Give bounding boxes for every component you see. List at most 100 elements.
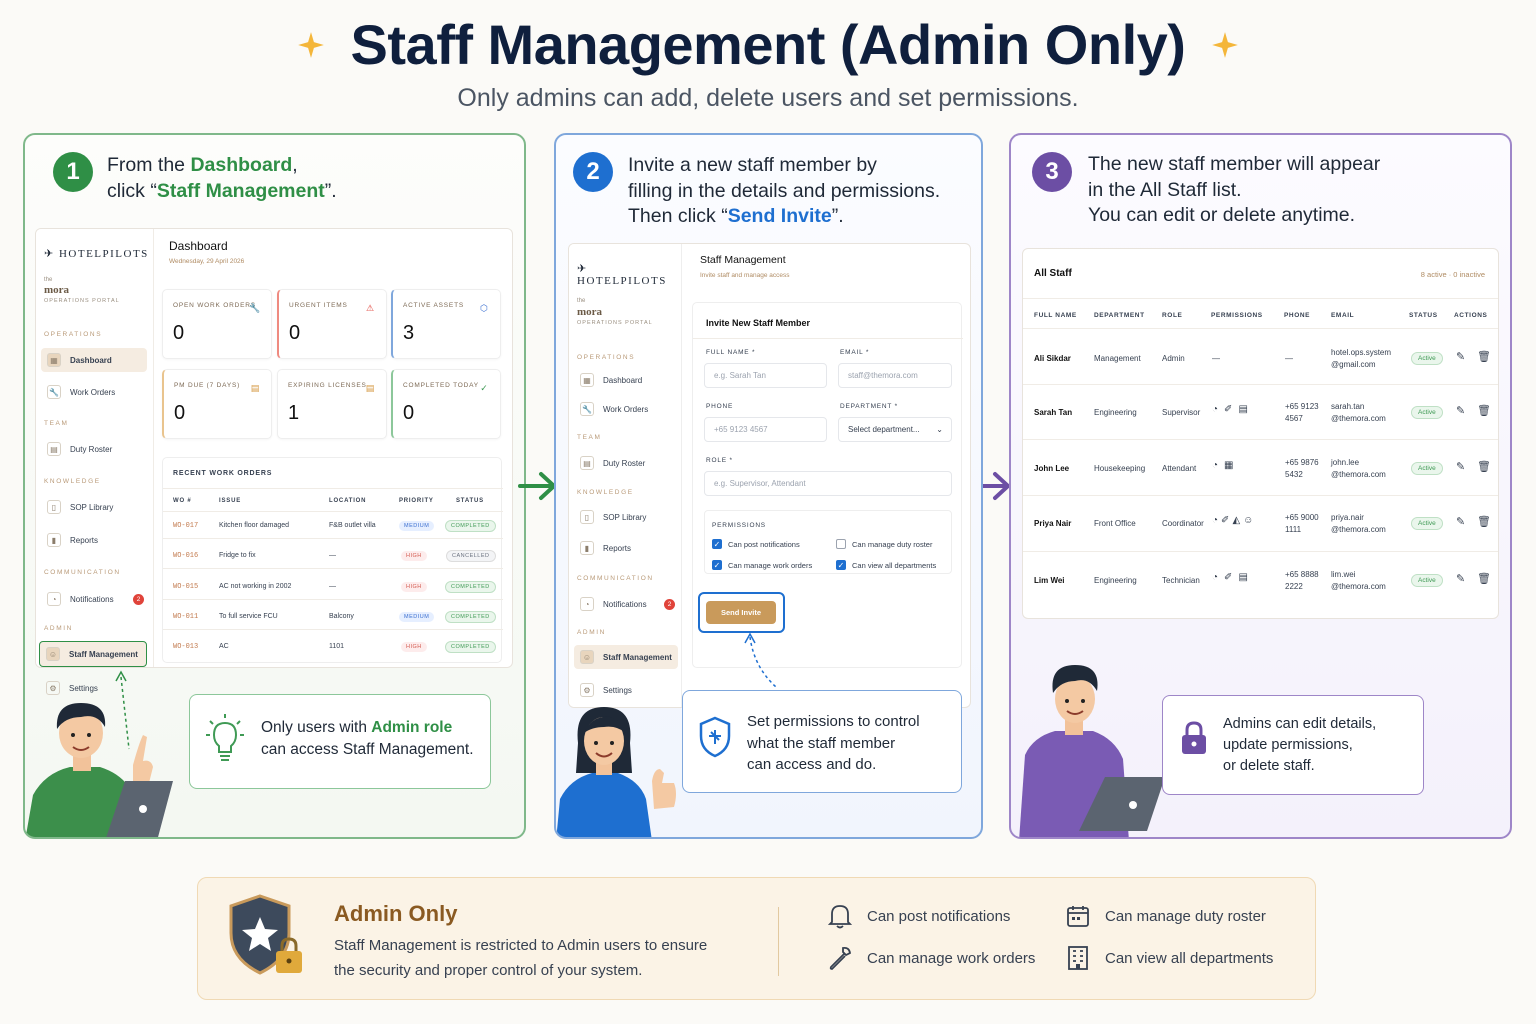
calendar-icon: ▤ — [1238, 572, 1254, 583]
page-title: Staff Management (Admin Only) — [350, 13, 1186, 76]
gear-icon: ⚙ — [580, 683, 594, 697]
sidebar-item-notifications[interactable]: ◔Notifications — [41, 587, 147, 611]
calendar-icon: ▤ — [250, 382, 260, 393]
dashed-arrow — [115, 670, 130, 750]
bar-chart-icon: ▮ — [580, 541, 594, 555]
lightbulb-icon — [206, 714, 244, 761]
staff-management-subtitle: Invite staff and manage access — [700, 272, 790, 279]
permission-icons: ◔✐▤ — [1212, 404, 1254, 416]
brand-logo: ✈ HOTELPILOTS — [44, 248, 149, 260]
sidebar-item-sop-library[interactable]: ▯SOP Library — [574, 505, 678, 529]
calendar-icon: ▤ — [580, 456, 594, 470]
edit-delete-callout: Admins can edit details, update permissi… — [1162, 695, 1424, 795]
brand-logo: ✈ HOTELPILOTS — [577, 263, 667, 287]
edit-icon[interactable]: ✎ — [1456, 573, 1466, 585]
grid-icon: ▦ — [580, 373, 594, 387]
permission-icons: ◔✐▤ — [1212, 572, 1254, 584]
stat-card-pm-due[interactable]: PM DUE (7 DAYS)0▤ — [162, 369, 272, 439]
document-icon: ▤ — [365, 382, 375, 393]
sidebar-item-work-orders[interactable]: 🔧Work Orders — [41, 380, 147, 404]
perm-checkbox-manage-work-orders[interactable]: ✓Can manage work orders — [712, 560, 813, 570]
dashboard-app: ✈ HOTELPILOTS the mora OPERATIONS PORTAL… — [35, 228, 513, 668]
admin-only-description: Staff Management is restricted to Admin … — [334, 937, 708, 979]
wrench-icon: ✐ — [1221, 515, 1233, 526]
bell-icon: ◔ — [47, 592, 61, 606]
sidebar-item-settings[interactable]: ⚙Settings — [574, 678, 678, 702]
page-subtitle: Only admins can add, delete users and se… — [457, 84, 1079, 112]
status-badge: Active — [1411, 462, 1443, 475]
trash-icon[interactable]: 🗑 — [1477, 461, 1491, 473]
sparkle-icon — [297, 31, 324, 58]
edit-icon[interactable]: ✎ — [1456, 461, 1466, 473]
email-input[interactable]: staff@themora.com — [838, 363, 952, 388]
sidebar-item-settings[interactable]: ⚙Settings — [40, 676, 146, 700]
perm-checkbox-post-notifications[interactable]: ✓Can post notifications — [712, 539, 800, 549]
wrench-icon: 🔧 — [580, 402, 594, 416]
step-1-panel: 1 From the Dashboard, click “Staff Manag… — [23, 133, 526, 839]
edit-icon[interactable]: ✎ — [1456, 351, 1466, 363]
building-icon: ▦ — [1224, 460, 1240, 471]
bell-icon: ◔ — [580, 597, 594, 611]
sidebar-item-dashboard[interactable]: ▦Dashboard — [41, 348, 147, 372]
building-icon — [1065, 945, 1091, 971]
users-icon: ☺ — [1243, 515, 1257, 526]
sidebar-item-sop-library[interactable]: ▯SOP Library — [41, 495, 147, 519]
calendar-icon: ▤ — [1238, 404, 1254, 415]
perm-checkbox-view-all-departments[interactable]: ✓Can view all departments — [836, 560, 937, 570]
perm-view-all-departments: Can view all departments — [1065, 945, 1273, 971]
shield-star-icon — [229, 894, 302, 975]
trash-icon[interactable]: 🗑 — [1477, 405, 1491, 417]
notification-badge: 2 — [664, 599, 675, 610]
permission-icons: ◔✐◭☺ — [1212, 515, 1256, 527]
phone-input[interactable]: +65 9123 4567 — [704, 417, 827, 442]
wrench-icon: ✐ — [1224, 572, 1239, 583]
sidebar-item-reports[interactable]: ▮Reports — [41, 528, 147, 552]
cube-icon: ⬡ — [480, 302, 488, 313]
step-3-panel: 3 The new staff member will appear in th… — [1009, 133, 1512, 839]
step-number: 1 — [53, 152, 93, 192]
admin-man-illustration — [25, 703, 173, 837]
status-badge: Active — [1411, 574, 1443, 587]
trash-icon[interactable]: 🗑 — [1477, 573, 1491, 585]
permissions-callout: Set permissions to control what the staf… — [682, 690, 962, 793]
admin-only-banner: Admin Only Staff Management is restricte… — [197, 877, 1316, 1000]
full-name-input[interactable]: e.g. Sarah Tan — [704, 363, 827, 388]
step-1-text: From the Dashboard, click “Staff Managem… — [107, 154, 337, 202]
gear-icon: ⚙ — [46, 681, 60, 695]
staff-management-title: Staff Management — [700, 254, 786, 266]
invite-app: ✈ HOTELPILOTS the mora OPERATIONS PORTAL… — [568, 243, 971, 708]
step-2-panel: 2 Invite a new staff member by filling i… — [554, 133, 983, 839]
book-icon: ▯ — [580, 510, 594, 524]
edit-icon[interactable]: ✎ — [1456, 405, 1466, 417]
status-badge: Active — [1411, 352, 1443, 365]
sidebar-item-staff-management[interactable]: ☺Staff Management — [39, 641, 147, 667]
step-3-text: The new staff member will appear in the … — [1088, 153, 1381, 226]
sidebar-item-duty-roster[interactable]: ▤Duty Roster — [574, 451, 678, 475]
sidebar-item-notifications[interactable]: ◔Notifications — [574, 592, 678, 616]
sidebar-item-staff-management[interactable]: ☺Staff Management — [574, 645, 678, 669]
step-number: 3 — [1032, 152, 1072, 192]
admin-man-laptop-illustration — [1019, 665, 1165, 837]
trash-icon[interactable]: 🗑 — [1477, 351, 1491, 363]
perm-checkbox-manage-duty-roster[interactable]: Can manage duty roster — [836, 539, 932, 549]
sidebar-item-reports[interactable]: ▮Reports — [574, 536, 678, 560]
users-icon: ☺ — [46, 647, 60, 661]
step-number: 2 — [573, 152, 613, 192]
sidebar-item-work-orders[interactable]: 🔧Work Orders — [574, 397, 678, 421]
send-invite-button[interactable]: Send Invite — [706, 601, 776, 624]
users-icon: ☺ — [580, 650, 594, 664]
trash-icon[interactable]: 🗑 — [1477, 516, 1491, 528]
sidebar-item-duty-roster[interactable]: ▤Duty Roster — [41, 437, 147, 461]
status-badge: Active — [1411, 406, 1443, 419]
edit-icon[interactable]: ✎ — [1456, 516, 1466, 528]
department-select[interactable]: Select department...⌄ — [838, 417, 952, 442]
divider — [778, 907, 779, 976]
role-input[interactable]: e.g. Supervisor, Attendant — [704, 471, 952, 496]
sidebar-item-dashboard[interactable]: ▦Dashboard — [574, 368, 678, 392]
grid-icon: ▦ — [47, 353, 61, 367]
